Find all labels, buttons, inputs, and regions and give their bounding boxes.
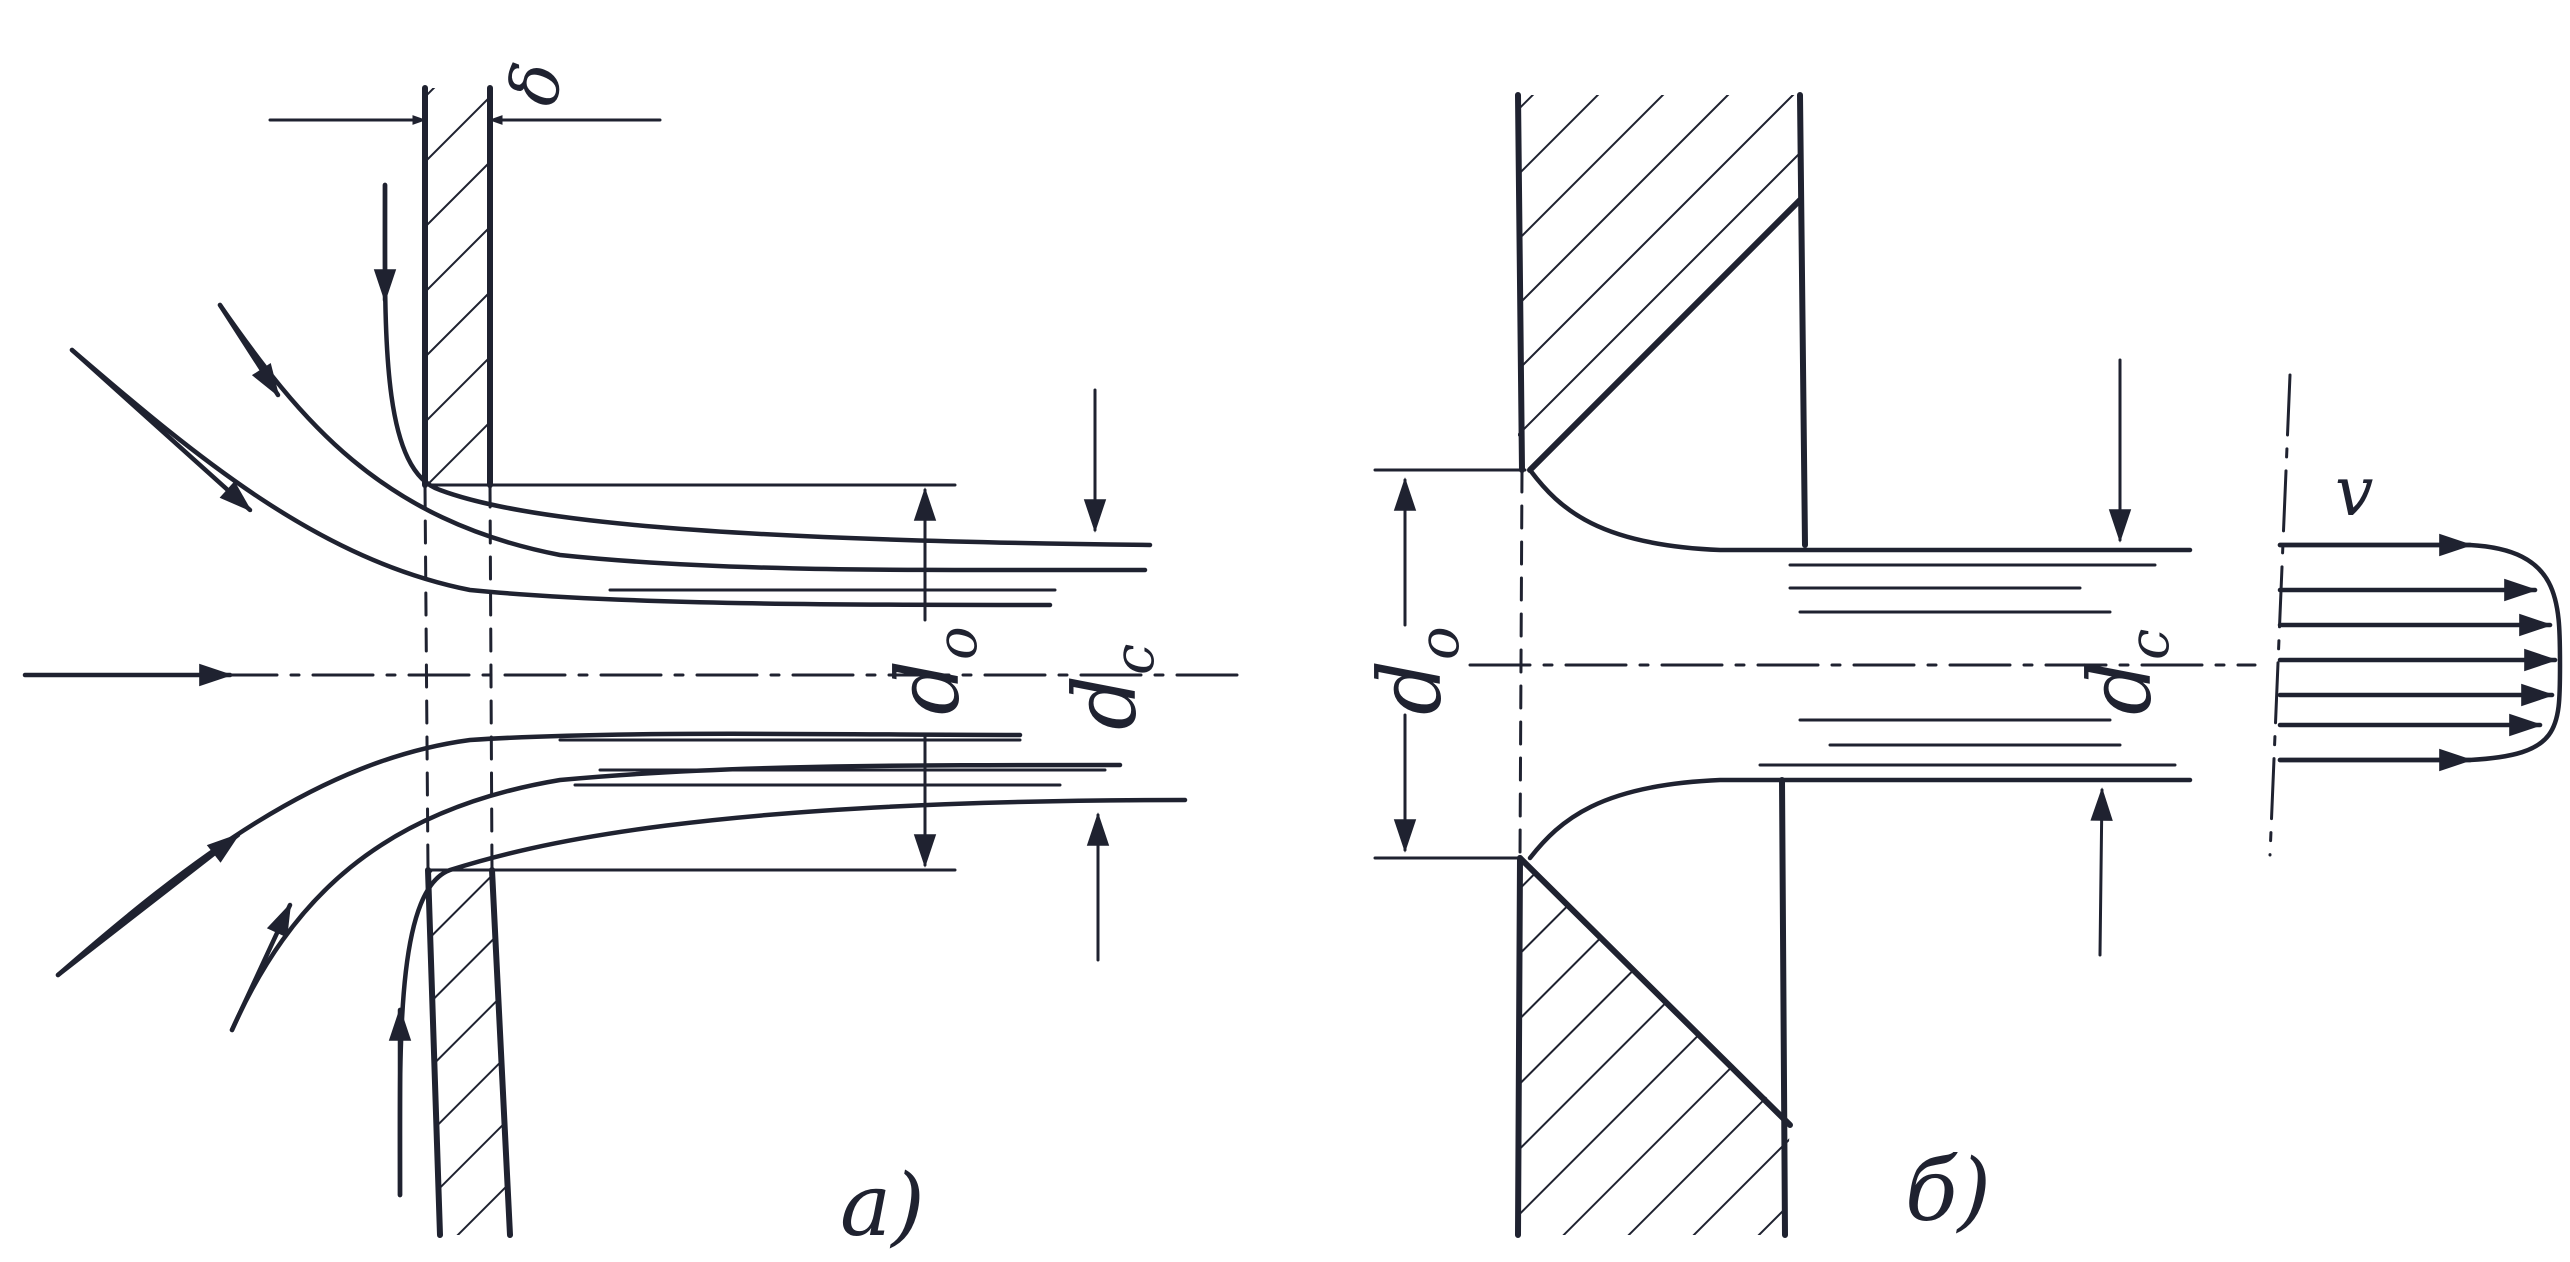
velocity-profile: v	[2268, 373, 2563, 857]
wall-face-dashed-right	[488, 483, 494, 872]
wall-face-dashed-left	[423, 483, 430, 872]
panel-b: do dc v б)	[1361, 92, 2563, 1241]
velocity-profile-curve	[2277, 542, 2563, 763]
wall-thickness-symbol: δ	[494, 57, 579, 111]
wall-upper-b	[1515, 92, 1808, 548]
streamlines-lower-a	[55, 731, 1188, 1198]
contraction-diameter-dimension-b: dc	[2071, 358, 2182, 957]
wall-lower-b	[1515, 777, 1793, 1238]
jet-boundary-b	[1527, 467, 2193, 861]
contraction-diameter-label-a: dc	[1056, 644, 1167, 730]
velocity-label: v	[2335, 453, 2373, 532]
orifice-diameter-dimension-a: do	[423, 483, 990, 872]
velocity-profile-baseline	[2268, 373, 2292, 857]
caption-a: а)	[840, 1156, 925, 1256]
orifice-diameter-dimension-b: do	[1361, 468, 1527, 860]
jet-lines-a	[558, 588, 1107, 787]
orifice-diameter-label-b: do	[1361, 626, 1472, 715]
contraction-diameter-dimension-a: dc	[1056, 388, 1167, 962]
wall-upper-a	[422, 85, 493, 488]
caption-b: б)	[1905, 1141, 1991, 1241]
streamlines-upper-a	[69, 182, 1153, 608]
contraction-diameter-label-b: dc	[2071, 629, 2182, 715]
wall-lower-a	[425, 867, 513, 1238]
jet-lines-b	[1758, 563, 2177, 767]
orifice-diameter-label-a: do	[879, 626, 990, 715]
panel-a: δ	[22, 57, 1252, 1256]
